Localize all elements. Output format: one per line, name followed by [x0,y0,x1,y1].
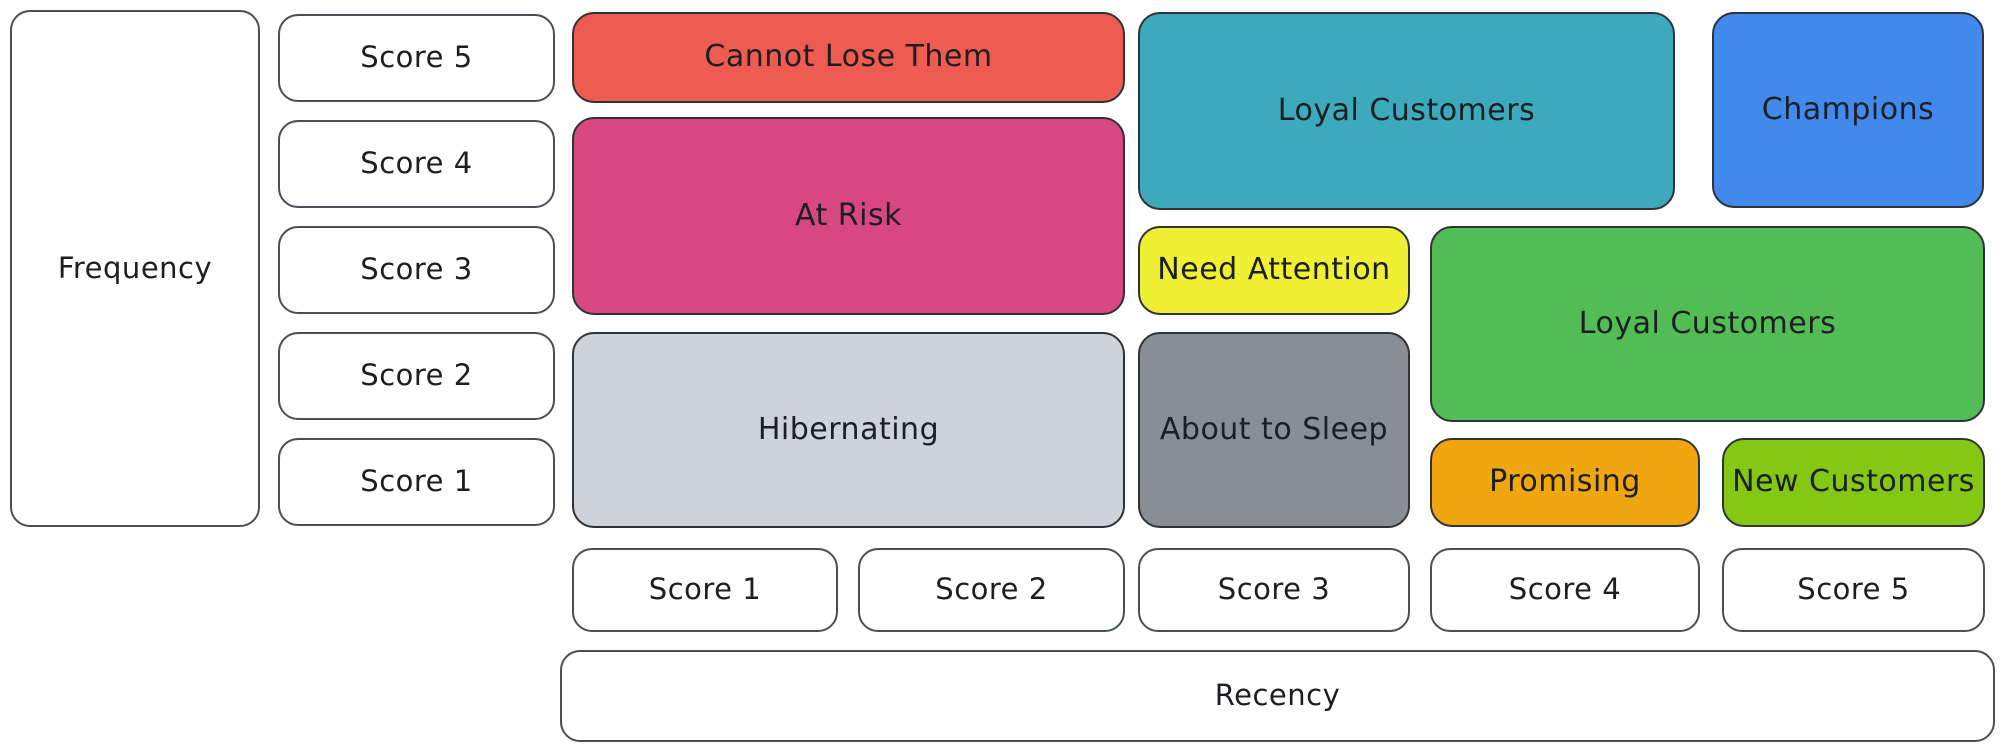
segment-label: New Customers [1732,464,1975,500]
segment-label: Hibernating [757,411,940,447]
frequency-score-3: Score 3 [278,226,555,314]
frequency-axis-text: Frequency [57,250,213,285]
frequency-score-5: Score 5 [278,14,555,102]
segment-need-attention: Need Attention [1138,226,1410,315]
recency-axis-text: Recency [1214,678,1341,713]
segment-cannot-lose-them: Cannot Lose Them [572,12,1125,103]
frequency-axis-label: Frequency [10,10,260,527]
frequency-score-2: Score 2 [278,332,555,420]
recency-axis-label: Recency [560,650,1995,742]
segment-label: At Risk [795,197,902,233]
segment-promising: Promising [1430,438,1700,527]
segment-new-customers: New Customers [1722,438,1985,527]
segment-label: Promising [1489,464,1641,500]
recency-score-2: Score 2 [858,548,1125,632]
segment-label: Loyal Customers [1578,305,1837,341]
segment-about-to-sleep: About to Sleep [1138,332,1410,528]
recency-score-5: Score 5 [1722,548,1985,632]
segment-label: Cannot Lose Them [704,39,993,75]
recency-score-1: Score 1 [572,548,838,632]
recency-score-4: Score 4 [1430,548,1700,632]
frequency-score-4: Score 4 [278,120,555,208]
segment-label: Loyal Customers [1277,92,1536,128]
recency-score-3: Score 3 [1138,548,1410,632]
segment-label: Champions [1761,91,1935,127]
segment-loyal-customers-upper: Loyal Customers [1138,12,1675,210]
segment-at-risk: At Risk [572,117,1125,315]
segment-champions: Champions [1712,12,1984,208]
frequency-score-1: Score 1 [278,438,555,526]
segment-label: Need Attention [1157,252,1391,288]
segment-label: About to Sleep [1159,411,1389,447]
segment-hibernating: Hibernating [572,332,1125,528]
segment-loyal-customers-lower: Loyal Customers [1430,226,1985,422]
